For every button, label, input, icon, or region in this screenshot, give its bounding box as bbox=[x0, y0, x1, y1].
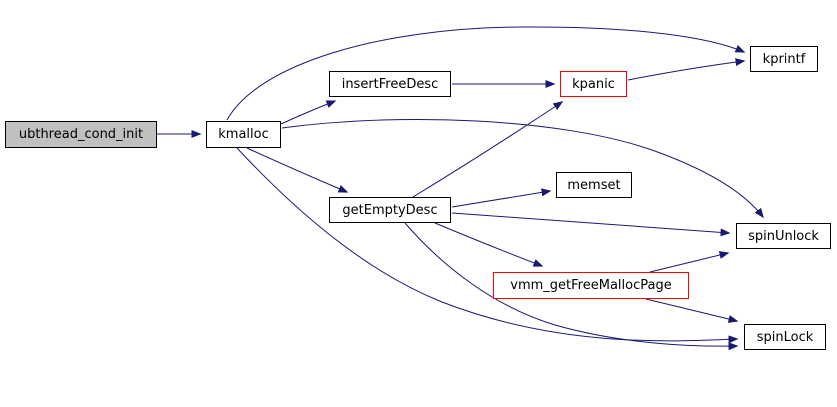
node-spinLock[interactable]: spinLock bbox=[744, 324, 826, 350]
node-vmm_getFreeMallocPage[interactable]: vmm_getFreeMallocPage bbox=[493, 272, 689, 299]
node-kmalloc[interactable]: kmalloc bbox=[206, 121, 281, 148]
node-getEmptyDesc[interactable]: getEmptyDesc bbox=[329, 197, 451, 223]
edge-kmalloc-to-getEmptyDesc bbox=[246, 147, 349, 193]
node-kprintf[interactable]: kprintf bbox=[750, 46, 818, 72]
node-spinUnlock[interactable]: spinUnlock bbox=[736, 223, 831, 249]
edge-kmalloc-to-kprintf bbox=[226, 26, 746, 121]
edge-getEmptyDesc-to-kpanic bbox=[412, 101, 564, 198]
node-memset[interactable]: memset bbox=[556, 172, 632, 198]
edge-kmalloc-to-insertFreeDesc bbox=[280, 100, 337, 125]
edge-kmalloc-to-spinLock bbox=[236, 147, 739, 344]
edge-getEmptyDesc-to-vmm_getFreeMallocPage bbox=[434, 222, 544, 267]
edge-vmm_getFreeMallocPage-to-spinUnlock bbox=[649, 251, 730, 273]
node-kpanic[interactable]: kpanic bbox=[560, 71, 627, 97]
node-insertFreeDesc[interactable]: insertFreeDesc bbox=[329, 71, 451, 97]
edge-vmm_getFreeMallocPage-to-spinLock bbox=[645, 298, 739, 323]
edge-getEmptyDesc-to-memset bbox=[451, 188, 552, 208]
node-ubthread_cond_init: ubthread_cond_init bbox=[5, 121, 157, 148]
edge-getEmptyDesc-to-spinUnlock bbox=[451, 212, 731, 237]
edge-kpanic-to-kprintf bbox=[627, 58, 746, 81]
